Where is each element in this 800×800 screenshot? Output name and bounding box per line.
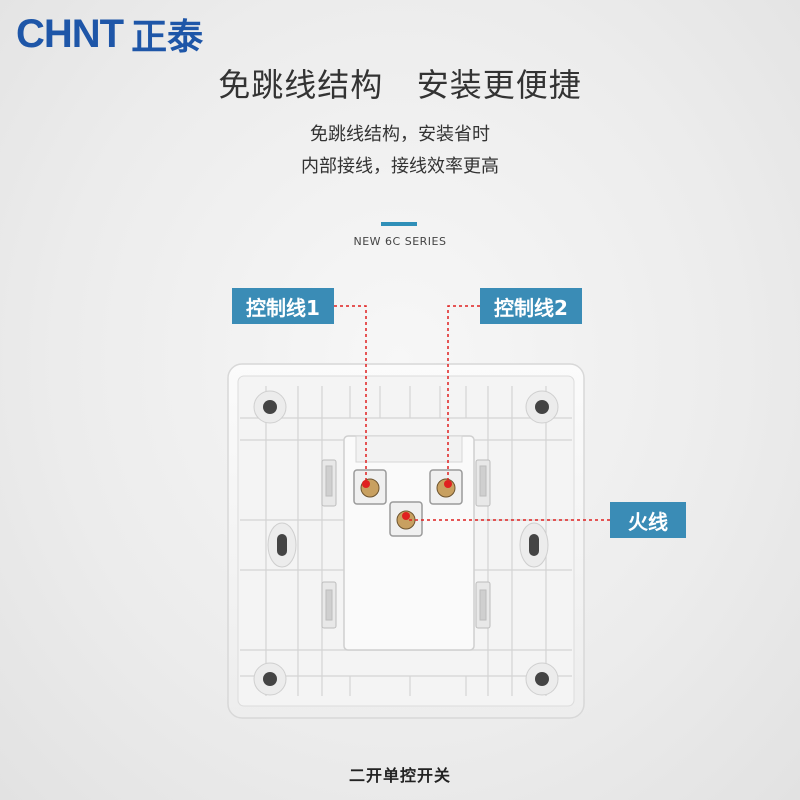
series-label: NEW 6C SERIES [353,235,447,248]
brand-latin: CHNT [16,11,124,56]
switch-module [343,435,475,651]
label-control-line-1: 控制线1 [232,288,334,324]
side-clips [321,459,491,629]
accent-divider [381,222,417,226]
subtitle-line-2: 内部接线，接线效率更高 [301,156,499,177]
rib-grid [240,386,572,696]
brand-chinese: 正泰 [131,17,204,58]
subtitle-line-1: 免跳线结构，安装省时 [310,124,490,145]
label-control-line-2: 控制线2 [480,288,582,324]
chnt-logo: CHNT 正泰 [16,8,203,60]
product-caption: 二开单控开关 [348,766,451,785]
screw-holes [253,390,559,696]
label-live-line: 火线 [610,502,686,538]
headline: 免跳线结构 安装更便捷 [218,66,582,104]
mounting-slots [267,522,549,568]
leader-lines [334,305,610,521]
marker-dots [362,480,452,520]
